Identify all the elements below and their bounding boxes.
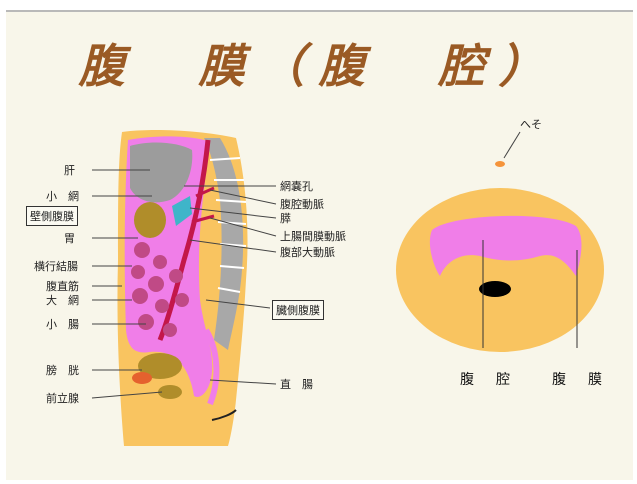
label-navel: へそ bbox=[520, 118, 542, 131]
label-stomach: 胃 bbox=[64, 232, 75, 245]
label-bladder: 膀 胱 bbox=[46, 363, 79, 377]
label-omental-foramen: 網嚢孔 bbox=[280, 179, 313, 193]
label-abdominal-aorta: 腹部大動脈 bbox=[280, 245, 335, 259]
label-transverse-colon: 横行結腸 bbox=[34, 259, 78, 273]
label-celiac-artery: 腹腔動脈 bbox=[280, 197, 324, 211]
label-rectum: 直 腸 bbox=[280, 377, 313, 391]
label-visceral-peritoneum: 臓側腹膜 bbox=[272, 300, 324, 320]
label-parietal-peritoneum: 壁側腹膜 bbox=[26, 206, 78, 226]
cross-section-viscera bbox=[479, 281, 511, 297]
label-cross-cavity: 腹 腔 bbox=[460, 371, 514, 388]
label-liver: 肝 bbox=[64, 164, 75, 177]
label-pancreas: 膵 bbox=[280, 212, 291, 225]
label-cross-peritoneum: 腹 膜 bbox=[552, 371, 606, 388]
sagittal-section bbox=[92, 130, 276, 446]
label-lesser-omentum: 小 網 bbox=[46, 189, 79, 203]
label-rectus-abdominis: 腹直筋 bbox=[46, 279, 79, 293]
label-small-intestine: 小 腸 bbox=[46, 318, 79, 331]
label-greater-omentum: 大 網 bbox=[46, 293, 79, 307]
navel-mark bbox=[495, 161, 505, 167]
cross-section bbox=[396, 132, 604, 352]
label-superior-mesenteric-artery: 上腸間膜動脈 bbox=[280, 229, 346, 243]
label-prostate: 前立腺 bbox=[46, 391, 79, 405]
stomach bbox=[134, 202, 166, 238]
